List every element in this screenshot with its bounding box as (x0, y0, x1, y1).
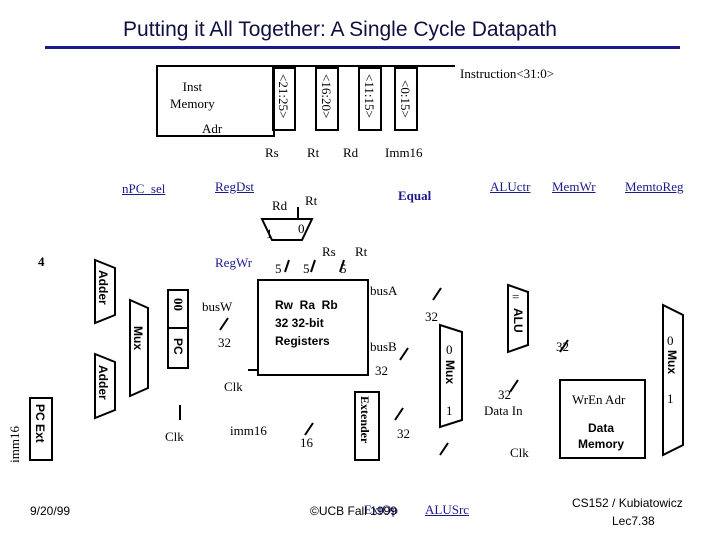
alu-eq-label: = (512, 289, 520, 304)
busa-width: 32 (425, 309, 438, 324)
extop-label: ExtOp (364, 502, 398, 517)
pc-mux (129, 298, 149, 398)
field-box-11-15 (358, 67, 382, 131)
pcext-label: PC Ext (33, 404, 47, 443)
five-b: 5 (303, 261, 310, 276)
adder-top (94, 258, 116, 325)
footer-lecture: Lec7.38 (612, 514, 655, 528)
inst-memory-label: Inst Memory (170, 79, 215, 111)
mux-one-label: 1 (266, 226, 273, 241)
pc-label: PC (171, 338, 185, 355)
imm16-side-label: imm16 (7, 426, 22, 463)
memtoreg-mux-0: 0 (667, 333, 674, 348)
slide-title: Putting it All Together: A Single Cycle … (123, 18, 557, 41)
alu-width: 32 (556, 339, 569, 354)
mux-zero-label: 0 (298, 221, 305, 236)
field-box-16-20 (315, 67, 339, 131)
alusrc-label: ALUSrc (425, 502, 470, 517)
data-in-label: Data In (484, 403, 523, 418)
title-underline (45, 46, 680, 49)
memwr-label: MemWr (552, 179, 596, 194)
rs2-label: Rs (322, 244, 336, 259)
extender-label: Extender (358, 396, 372, 444)
regdst-mux (260, 218, 314, 241)
zeros-label: 00 (171, 298, 186, 311)
busw-width: 32 (218, 335, 231, 350)
field-box-21-25 (272, 67, 296, 131)
memtoreg-label: MemtoReg (625, 179, 684, 194)
alu-label: ALU (511, 308, 525, 333)
pc-box (167, 327, 189, 369)
pcext-box (29, 397, 53, 461)
register-file-label: Rw Ra Rb 32 32-bit Registers (275, 298, 338, 348)
busa-label: busA (370, 283, 398, 298)
memtoreg-mux-1: 1 (667, 391, 674, 406)
alusrc-mux-0: 0 (446, 342, 453, 357)
adder-top-label: Adder (96, 270, 110, 305)
rd-label: Rd (343, 145, 359, 160)
memtoreg-mux-label: Mux (665, 350, 679, 374)
memtoreg-mux (662, 303, 684, 457)
imm16-lower-label: imm16 (230, 423, 267, 438)
data-memory-label: Data Memory (578, 421, 625, 451)
field-11-15: <11:15> (362, 74, 377, 118)
rt2-label: Rt (355, 244, 368, 259)
alusrc-mux (439, 323, 463, 429)
five-c: 5 (340, 261, 347, 276)
mux-rd-label: Rd (272, 198, 288, 213)
register-file-box (257, 279, 369, 376)
data-in-width: 32 (498, 387, 511, 402)
footer-course: CS152 / Kubiatowicz (572, 496, 683, 510)
imm16-label: Imm16 (385, 145, 423, 160)
alusrc-mux-label: Mux (443, 360, 457, 384)
busb-width: 32 (375, 363, 388, 378)
rt-label: Rt (307, 145, 320, 160)
wren-adr-label: WrEn Adr (572, 392, 626, 407)
pc-mux-label: Mux (131, 326, 145, 350)
regwr-label: RegWr (215, 255, 253, 270)
footer-copyright: ©UCB Fall 1999 (310, 504, 397, 518)
field-0-15: <0:15> (398, 80, 413, 118)
extender-width: 32 (397, 426, 410, 441)
clk-label-a: Clk (224, 379, 243, 394)
equal-label: Equal (398, 188, 432, 203)
regdst-label: RegDst (215, 179, 254, 194)
clk-label-b: Clk (165, 429, 184, 444)
footer-date: 9/20/99 (30, 504, 71, 518)
data-memory-box (559, 379, 646, 459)
extender-box (354, 391, 380, 461)
mux-rt-label: Rt (305, 193, 318, 208)
npc-sel-label: nPC_sel (122, 181, 166, 196)
busb-label: busB (370, 339, 397, 354)
adr-label: Adr (202, 121, 223, 136)
five-a: 5 (275, 261, 282, 276)
alu-shape (507, 283, 529, 354)
clk-label-c: Clk (510, 445, 529, 460)
imm16-width: 16 (300, 435, 313, 450)
adder-bottom (94, 352, 116, 420)
rs-label: Rs (265, 145, 279, 160)
field-16-20: <16:20> (319, 74, 334, 119)
field-box-0-15 (394, 67, 418, 131)
instruction-label: Instruction<31:0> (460, 66, 555, 81)
alusrc-mux-1: 1 (446, 403, 453, 418)
aluctr-label: ALUctr (490, 179, 531, 194)
field-21-25: <21:25> (276, 74, 291, 119)
four-label: 4 (38, 254, 45, 269)
adder-bottom-label: Adder (96, 365, 110, 400)
busw-label: busW (202, 299, 233, 314)
